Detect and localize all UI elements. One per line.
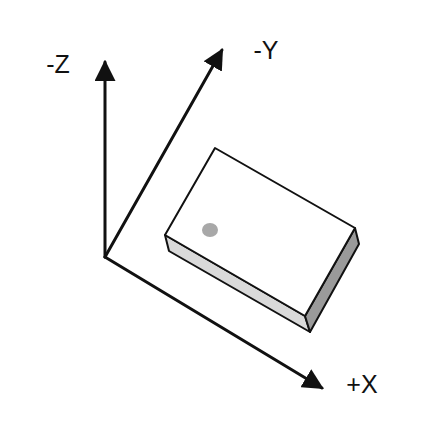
y-axis xyxy=(105,50,222,257)
axis-label: -Z xyxy=(46,52,70,77)
marker-dot xyxy=(202,223,218,237)
z-axis xyxy=(104,62,107,257)
axis-label: -Y xyxy=(254,38,279,63)
box-top-face xyxy=(165,148,355,316)
axis-label: +X xyxy=(346,372,377,397)
box xyxy=(165,148,359,332)
